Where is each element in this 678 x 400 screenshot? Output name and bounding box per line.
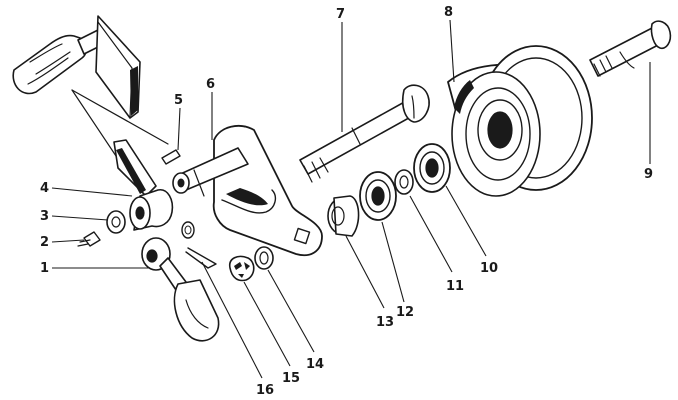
castle-nut-part-15: [228, 255, 255, 282]
spacer-part-13: [327, 195, 360, 237]
callout-7: 7: [336, 7, 345, 22]
callout-14: 14: [306, 357, 324, 372]
collar-part-4: [129, 189, 174, 231]
bearing-part-12: [359, 171, 397, 221]
callout-5: 5: [174, 93, 183, 108]
callout-2: 2: [40, 235, 49, 250]
callout-3: 3: [40, 209, 49, 224]
pulley-part-8: [447, 45, 593, 197]
callout-6: 6: [206, 77, 215, 92]
axle-bolt-part-7: [299, 84, 430, 183]
pin-part-5: [161, 149, 181, 165]
screw-part-2: [77, 231, 101, 247]
callout-12: 12: [396, 305, 414, 320]
clip-part-16: [181, 221, 217, 269]
callout-4: 4: [40, 181, 49, 196]
crank-handle-upper: [12, 15, 169, 197]
callout-16: 16: [256, 383, 274, 398]
callouts: 1 2 3 4 5 6 7 8 9 10 11 12 13 14 15 16: [40, 5, 653, 398]
washer-part-14: [254, 246, 274, 270]
bearing-part-10: [413, 143, 451, 193]
callout-13: 13: [376, 315, 394, 330]
pin-bolt-part-9: [589, 20, 672, 77]
callout-11: 11: [446, 279, 464, 294]
callout-9: 9: [644, 167, 653, 182]
bracket-arm-part-6: [172, 125, 323, 257]
callout-8: 8: [444, 5, 453, 20]
washer-part-3: [106, 210, 126, 234]
callout-10: 10: [480, 261, 498, 276]
ring-part-11: [394, 169, 414, 195]
handle-knob-part-1: [141, 237, 220, 342]
callout-15: 15: [282, 371, 300, 386]
callout-1: 1: [40, 261, 49, 276]
